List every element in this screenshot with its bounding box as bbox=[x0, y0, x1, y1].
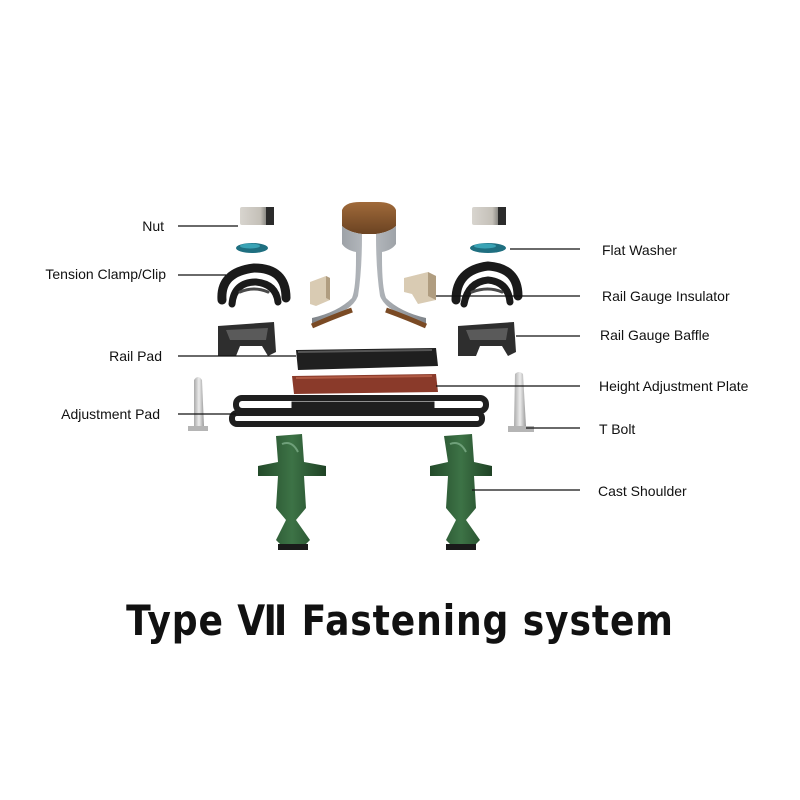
leader-lines bbox=[178, 225, 580, 491]
nut-right bbox=[472, 207, 506, 225]
nut-left bbox=[240, 207, 274, 225]
label-rail-gauge-baffle: Rail Gauge Baffle bbox=[600, 327, 710, 343]
height-adjustment-plate bbox=[292, 374, 438, 394]
rail-gauge-insulator-left bbox=[310, 276, 330, 306]
label-t-bolt: T Bolt bbox=[599, 421, 636, 437]
label-tension-clamp: Tension Clamp/Clip bbox=[45, 266, 166, 282]
diagram-title: Type Ⅶ Fastening system bbox=[126, 596, 674, 645]
label-cast-shoulder: Cast Shoulder bbox=[598, 483, 687, 499]
rail-pad bbox=[296, 348, 438, 370]
label-rail-pad: Rail Pad bbox=[109, 348, 162, 364]
rail-foot-edge bbox=[310, 307, 428, 329]
adjustment-pad bbox=[229, 395, 489, 427]
rail-gauge-baffle-right bbox=[458, 322, 516, 356]
label-nut: Nut bbox=[142, 218, 164, 234]
label-adjustment-pad: Adjustment Pad bbox=[61, 406, 160, 422]
flat-washer-left bbox=[236, 243, 268, 253]
tension-clamp-right bbox=[451, 261, 523, 308]
rail bbox=[310, 202, 428, 342]
t-bolt-left bbox=[188, 377, 208, 431]
rail-head bbox=[342, 202, 396, 234]
tension-clamp-left bbox=[217, 263, 291, 308]
label-flat-washer: Flat Washer bbox=[602, 242, 677, 258]
flat-washer-right bbox=[470, 243, 506, 253]
cast-shoulder-right bbox=[430, 434, 492, 550]
label-height-adjustment-plate: Height Adjustment Plate bbox=[599, 378, 749, 394]
rail-gauge-insulator-right bbox=[404, 272, 436, 304]
rail-gauge-baffle-left bbox=[218, 322, 276, 356]
cast-shoulder-left bbox=[258, 434, 326, 550]
t-bolt-right bbox=[508, 372, 534, 432]
label-rail-gauge-insulator: Rail Gauge Insulator bbox=[602, 288, 730, 304]
